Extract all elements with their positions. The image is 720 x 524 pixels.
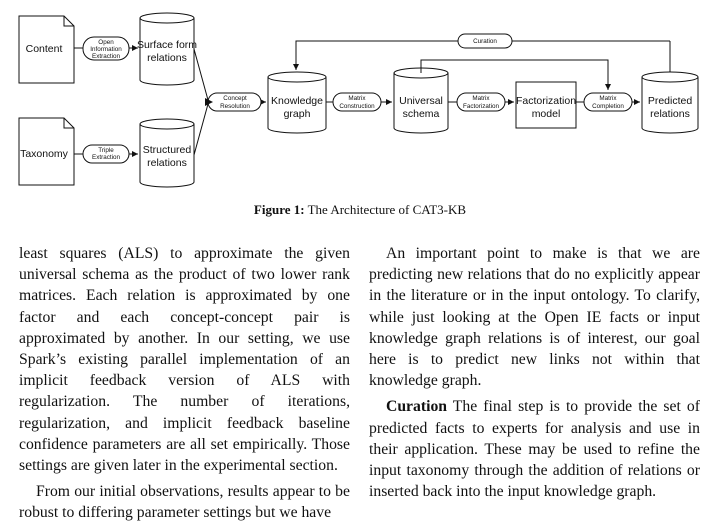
- predicted-relations-label-1: Predicted: [648, 95, 693, 107]
- left-column: least squares (ALS) to approximate the g…: [19, 243, 350, 524]
- content-document: Content: [18, 15, 75, 84]
- triple-extraction-label-1: Triple: [98, 147, 114, 154]
- figure-caption-text: The Architecture of CAT3-KB: [304, 202, 467, 217]
- right-column: An important point to make is that we ar…: [369, 243, 700, 502]
- triple-extraction-label-2: Extraction: [92, 154, 120, 161]
- predicted-relations-cylinder: Predicted relations: [641, 71, 699, 134]
- knowledge-graph-cylinder: Knowledge graph: [267, 71, 327, 134]
- factorization-model-label-1: Factorization: [516, 95, 576, 107]
- surface-form-label-2: relations: [147, 52, 187, 64]
- matrix-factorization-edge-box: Matrix Factorization: [456, 92, 506, 112]
- factorization-model-label-2: model: [532, 108, 561, 120]
- right-paragraph-1: An important point to make is that we ar…: [369, 245, 700, 390]
- surface-form-label-1: Surface form: [137, 39, 197, 51]
- matrix-completion-label-1: Matrix: [599, 95, 617, 102]
- factorization-model-box: Factorization model: [515, 81, 577, 129]
- matrix-completion-edge-box: Matrix Completion: [583, 92, 633, 112]
- left-paragraph-2: From our initial observations, results a…: [19, 483, 350, 522]
- universal-schema-label-1: Universal: [399, 95, 443, 107]
- content-label: Content: [26, 43, 63, 55]
- matrix-completion-label-2: Completion: [592, 103, 624, 110]
- knowledge-graph-label-1: Knowledge: [271, 95, 323, 107]
- taxonomy-document: Taxonomy: [18, 117, 75, 186]
- matrix-construction-edge-box: Matrix Construction: [332, 92, 382, 112]
- matrix-factorization-label-2: Factorization: [463, 103, 500, 110]
- curation-heading: Curation: [386, 398, 448, 416]
- concept-resolution-edge-box: Concept Resolution: [205, 92, 262, 112]
- open-ie-label-2: Information: [90, 46, 122, 53]
- universal-schema-cylinder: Universal schema: [393, 67, 449, 134]
- figure-caption: Figure 1: The Architecture of CAT3-KB: [0, 202, 720, 218]
- universal-schema-label-2: schema: [403, 108, 440, 120]
- predicted-relations-label-2: relations: [650, 108, 690, 120]
- structured-label-1: Structured: [143, 144, 192, 156]
- concept-resolution-label-1: Concept: [223, 95, 247, 102]
- curation-edge-box: Curation: [457, 33, 513, 49]
- knowledge-graph-label-2: graph: [284, 108, 311, 120]
- curation-edge-label: Curation: [473, 38, 497, 45]
- edge-structured-to-resolution: [193, 103, 209, 156]
- edge-curation-to-kg: [293, 40, 458, 70]
- open-ie-edge-box: Open Information Extraction: [82, 36, 130, 61]
- open-ie-label-1: Open: [98, 39, 114, 46]
- edge-surface-to-resolution: [193, 48, 209, 101]
- triple-extraction-edge-box: Triple Extraction: [82, 144, 130, 164]
- matrix-construction-label-1: Matrix: [348, 95, 366, 102]
- structured-relations-cylinder: Structured relations: [139, 118, 195, 188]
- taxonomy-label: Taxonomy: [20, 148, 69, 160]
- right-paragraph-2: Curation The final step is to provide th…: [369, 396, 700, 502]
- figure-caption-label: Figure 1:: [253, 202, 305, 217]
- open-ie-label-3: Extraction: [92, 53, 120, 60]
- matrix-construction-label-2: Construction: [339, 103, 375, 110]
- architecture-figure: Content Taxonomy Surface form relations …: [18, 12, 699, 188]
- matrix-factorization-label-1: Matrix: [472, 95, 490, 102]
- surface-form-relations-cylinder: Surface form relations: [137, 12, 197, 86]
- edge-us-to-completion: [420, 59, 611, 90]
- structured-label-2: relations: [147, 157, 187, 169]
- left-paragraph-1: least squares (ALS) to approximate the g…: [19, 245, 350, 475]
- concept-resolution-label-2: Resolution: [220, 103, 250, 110]
